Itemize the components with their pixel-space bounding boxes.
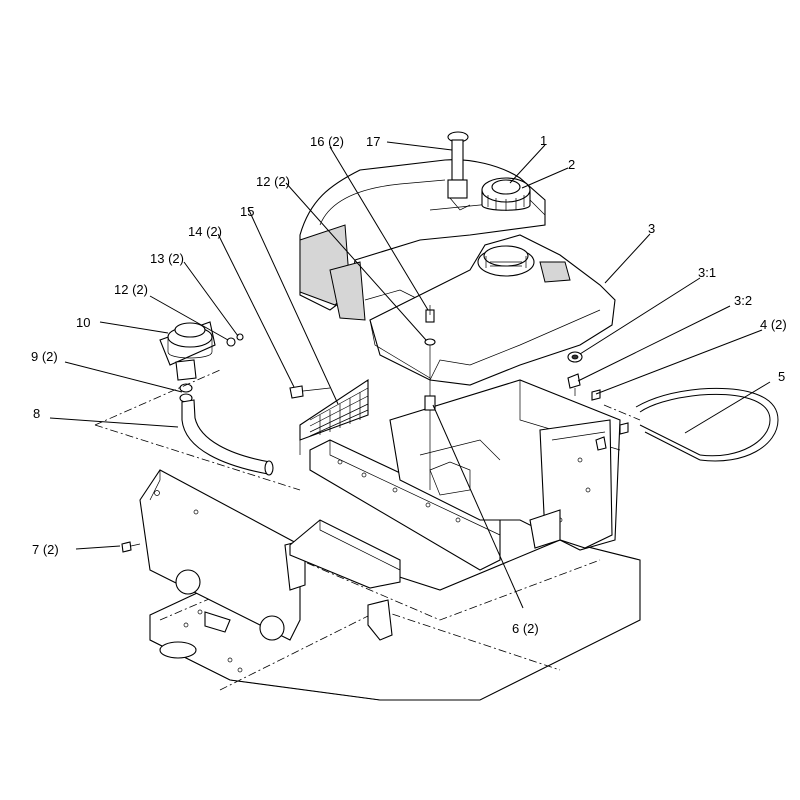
- fuel-gauge: [447, 131, 471, 211]
- axis-line: [94, 369, 221, 426]
- hose-8: [181, 399, 274, 476]
- fuel-cap: [481, 177, 531, 211]
- axis-line: [94, 424, 301, 491]
- callout-12-right: 12 (2): [256, 174, 290, 189]
- callout-15: 15: [240, 204, 255, 219]
- callout-16: 16 (2): [310, 134, 344, 149]
- screw-7: [121, 541, 141, 553]
- grille-screen: [299, 378, 369, 455]
- callout-1: 1: [540, 133, 548, 148]
- callout-9: 9 (2): [31, 349, 58, 364]
- callout-13: 13 (2): [150, 251, 184, 266]
- callout-8: 8: [33, 406, 41, 421]
- callout-7: 7 (2): [32, 542, 59, 557]
- callout-17: 17: [366, 134, 381, 149]
- fuel-line-parts: [567, 351, 779, 462]
- callout-10: 10: [76, 315, 91, 330]
- bolt-14: [289, 385, 331, 399]
- callout-3: 3: [648, 221, 656, 236]
- callout-6: 6 (2): [512, 621, 539, 636]
- leader-lines: [49, 141, 771, 609]
- tank-hardware: [424, 305, 436, 490]
- callout-3-1: 3:1: [698, 265, 717, 280]
- chassis-body: [389, 379, 621, 551]
- cross-member: [289, 439, 501, 589]
- callout-5: 5: [778, 369, 786, 384]
- callout-2: 2: [568, 157, 576, 172]
- callout-4: 4 (2): [760, 317, 787, 332]
- callout-12-left: 12 (2): [114, 282, 148, 297]
- front-shield: [139, 469, 306, 641]
- callout-14: 14 (2): [188, 224, 222, 239]
- pto-clutch: [159, 321, 244, 403]
- callout-3-2: 3:2: [734, 293, 753, 308]
- fuel-tank: [369, 234, 616, 386]
